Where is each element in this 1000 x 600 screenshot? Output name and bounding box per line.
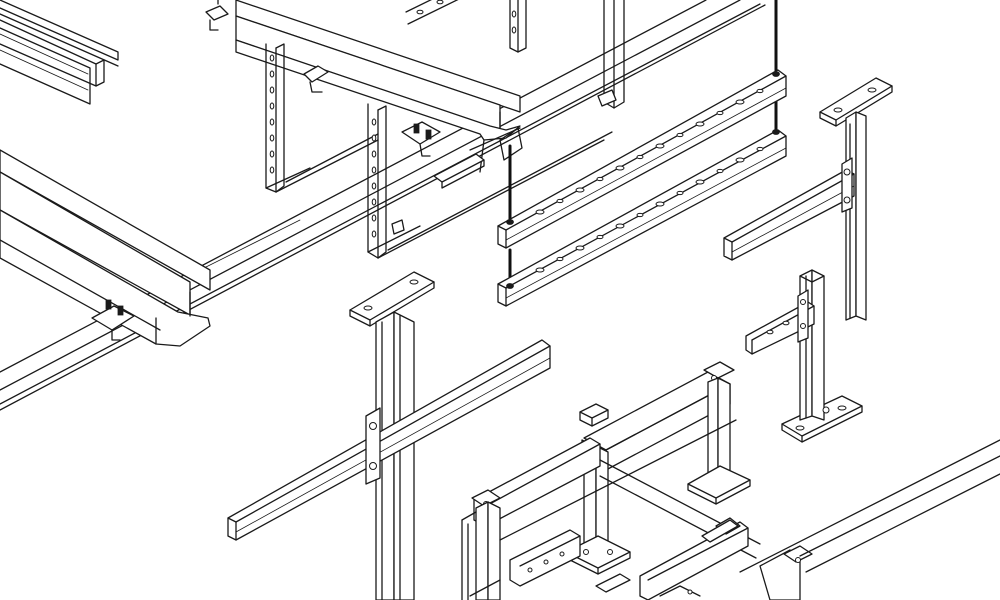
threaded-rod-trapeze <box>497 0 787 307</box>
i-beam-lower <box>0 149 211 347</box>
i-beam-upper <box>235 0 521 173</box>
beam-clamp-a <box>91 299 135 341</box>
wall-bracket-right <box>723 77 893 321</box>
trapeze-holes-lower <box>535 146 764 273</box>
post-holes-a <box>269 54 275 174</box>
beam-clamp-c <box>205 0 229 31</box>
post-holes-b <box>371 118 377 238</box>
trapeze-holes-upper <box>535 88 764 215</box>
channel-nut-slider <box>433 127 523 189</box>
top-slot-holes <box>416 0 517 34</box>
ceiling-post-bracket-center <box>227 271 551 600</box>
beam-clamp-d <box>303 65 329 93</box>
beam-clamp-b <box>401 121 441 157</box>
slotted-frame-upper <box>265 0 625 259</box>
stand-cap-plug <box>579 403 609 427</box>
floor-post-bracket <box>745 269 863 443</box>
beam-clamps <box>91 0 523 341</box>
strut-channels-top-left <box>0 0 119 105</box>
floor-stand-frame <box>461 361 1000 600</box>
